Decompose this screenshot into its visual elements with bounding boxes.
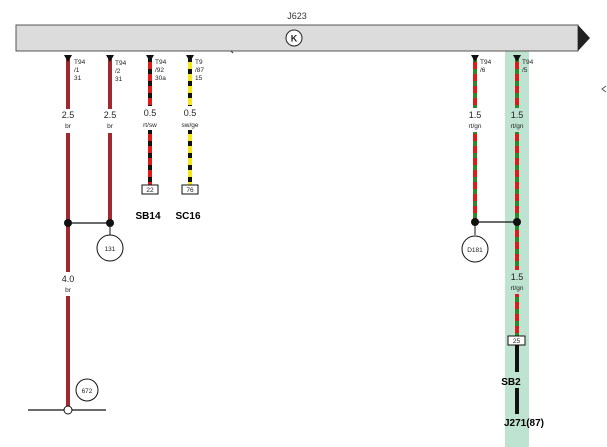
svg-text:/1: /1 — [74, 67, 80, 74]
svg-text:4.0: 4.0 — [62, 274, 75, 284]
svg-text:T9: T9 — [195, 59, 203, 66]
svg-text:/2: /2 — [115, 68, 121, 75]
svg-text:T94: T94 — [115, 60, 127, 67]
fuse-label-sb2: SB2 — [501, 377, 521, 388]
pin-label-2: T94 /2 31 — [115, 60, 127, 83]
svg-text:1.5: 1.5 — [511, 110, 524, 120]
svg-text:0.5: 0.5 — [144, 108, 157, 118]
svg-text:br: br — [65, 123, 72, 130]
svg-text:/5: /5 — [522, 67, 528, 74]
pin-label-3: T94 /92 30a — [155, 59, 167, 82]
svg-text:/92: /92 — [155, 67, 164, 74]
svg-text:31: 31 — [74, 75, 82, 82]
svg-text:T94: T94 — [480, 59, 492, 66]
fuse-label-sc16: SC16 — [175, 211, 200, 222]
svg-text:br: br — [107, 123, 114, 130]
wire-label-2: 2.5 br — [100, 109, 120, 133]
bar-arrow-icon — [578, 25, 590, 51]
pin-arrow-icon — [64, 55, 521, 62]
ground-point-131[interactable]: 131 — [96, 234, 124, 262]
svg-text:rt/gn: rt/gn — [510, 123, 523, 130]
splice-node-1 — [64, 219, 72, 227]
wire-label-5: 1.5 rt/gn — [464, 108, 486, 132]
svg-text:rt/gn: rt/gn — [510, 285, 523, 292]
svg-text:T94: T94 — [522, 59, 534, 66]
wire-label-6: 1.5 rt/gn — [506, 108, 528, 132]
pin-label-4: T9 /87 15 — [195, 59, 204, 82]
svg-text:rt/sw: rt/sw — [143, 122, 157, 129]
svg-text:30a: 30a — [155, 75, 166, 82]
pin-label-5: T94 /6 — [480, 59, 492, 74]
svg-text:0.5: 0.5 — [184, 108, 197, 118]
svg-text:2.5: 2.5 — [62, 110, 75, 120]
terminal-box-76[interactable]: 76 — [181, 184, 199, 195]
pin-label-1: T94 /1 31 — [74, 59, 86, 82]
terminal-box-25[interactable]: 25 — [507, 335, 526, 346]
wire-label-7: 4.0 br — [58, 272, 78, 296]
relay-label: J271(87) — [504, 418, 544, 429]
edge-arrow-icon — [601, 85, 607, 93]
ecu-symbol-icon — [285, 29, 303, 47]
splice-node-4 — [513, 218, 521, 226]
svg-text:D181: D181 — [467, 247, 483, 254]
component-title: J623 — [287, 11, 307, 21]
svg-text:1.5: 1.5 — [511, 272, 524, 282]
svg-text:131: 131 — [105, 246, 116, 253]
svg-text:sw/ge: sw/ge — [182, 122, 199, 129]
svg-text:rt/gn: rt/gn — [468, 123, 481, 130]
svg-text:/6: /6 — [480, 67, 486, 74]
svg-text:25: 25 — [513, 338, 521, 345]
wire-label-4: 0.5 sw/ge — [177, 106, 205, 130]
svg-text:2.5: 2.5 — [104, 110, 117, 120]
svg-text:31: 31 — [115, 76, 123, 83]
svg-text:76: 76 — [186, 187, 194, 194]
terminal-box-22[interactable]: 22 — [141, 184, 159, 195]
svg-text:672: 672 — [82, 388, 93, 395]
ground-point-672[interactable]: 672 — [75, 378, 99, 402]
svg-text:/87: /87 — [195, 67, 204, 74]
wire-label-1: 2.5 br — [58, 109, 78, 133]
fuse-label-sb14: SB14 — [135, 211, 160, 222]
wire-label-8: 1.5 rt/gn — [506, 270, 528, 294]
svg-text:br: br — [65, 287, 72, 294]
ground-terminal-icon — [63, 405, 73, 415]
svg-text:15: 15 — [195, 75, 203, 82]
svg-text:1.5: 1.5 — [469, 110, 482, 120]
pin-label-6: T94 /5 — [522, 59, 534, 74]
ground-point-d181[interactable]: D181 — [461, 235, 489, 263]
wire-label-3: 0.5 rt/sw — [138, 106, 164, 130]
svg-text:T94: T94 — [74, 59, 86, 66]
component-j623[interactable]: K — [15, 24, 590, 54]
ecu-symbol-label: K — [291, 34, 298, 44]
svg-text:22: 22 — [146, 187, 154, 194]
svg-text:T94: T94 — [155, 59, 167, 66]
